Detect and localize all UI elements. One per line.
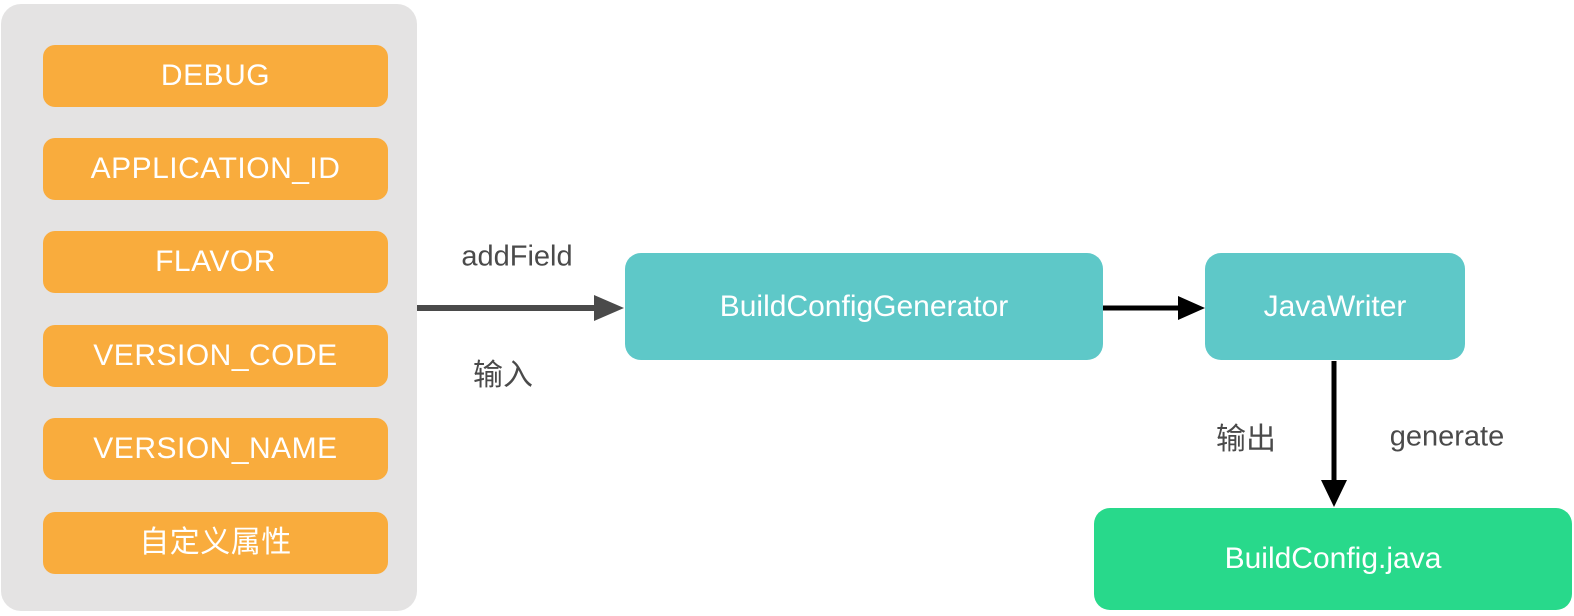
field-chip-version-name: VERSION_NAME (43, 418, 388, 480)
edge-label-input: 输入 (473, 359, 533, 392)
edge-label-output: 输出 (1216, 423, 1276, 456)
edge-label-generate: generate (1389, 420, 1505, 453)
field-chip-application-id: APPLICATION_ID (43, 138, 388, 200)
writer-to-output-arrow (1321, 361, 1347, 507)
field-chip-flavor: FLAVOR (43, 231, 388, 293)
field-chip-custom-props: 自定义属性 (43, 512, 388, 574)
input-arrow (417, 295, 624, 321)
field-chip-version-code: VERSION_CODE (43, 325, 388, 387)
node-buildconfig-java: BuildConfig.java (1094, 508, 1572, 610)
fields-panel: DEBUG APPLICATION_ID FLAVOR VERSION_CODE… (1, 4, 417, 611)
generator-to-writer-arrow (1103, 296, 1205, 320)
field-chip-debug: DEBUG (43, 45, 388, 107)
node-buildconfiggenerator: BuildConfigGenerator (625, 253, 1103, 360)
node-javawriter: JavaWriter (1205, 253, 1465, 360)
edge-label-addfield: addField (461, 240, 573, 273)
